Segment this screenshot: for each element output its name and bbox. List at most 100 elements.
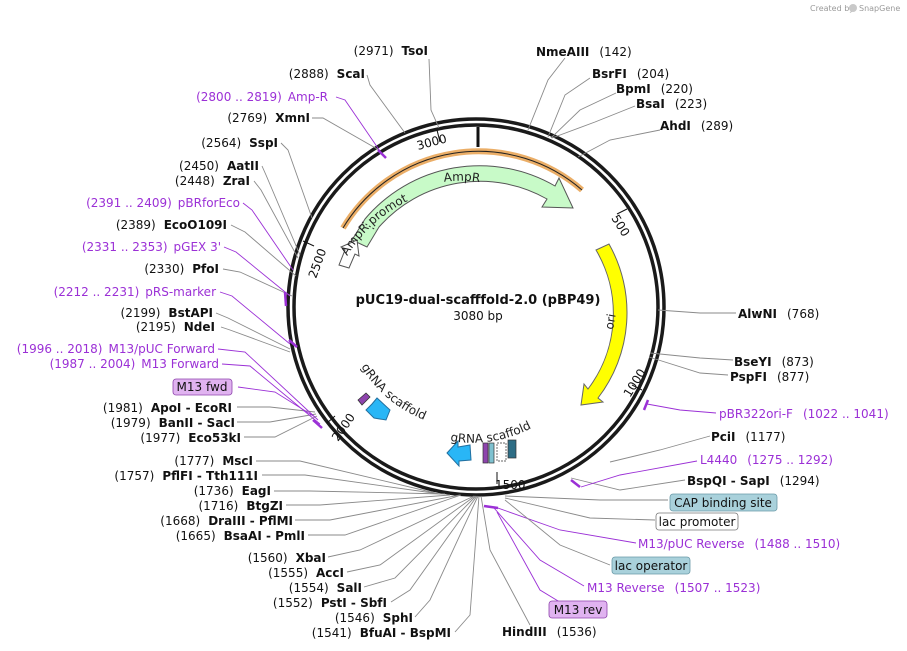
ampr-promoter-arrow: [338, 239, 360, 269]
site-msci: (1777)MscI: [174, 454, 253, 468]
cap-binding-site-box: [669, 493, 778, 512]
leader-l4440: [580, 460, 698, 488]
lac-promoter-marker: [496, 442, 507, 462]
site-ndei: (2195)NdeI: [136, 320, 215, 334]
leader-bstapi: [215, 312, 291, 350]
cap-binding-site-label: CAP binding site: [674, 496, 772, 510]
leader-m13-forward: [221, 363, 321, 425]
leader-lac-promoter: [504, 497, 656, 521]
boxed-feature-labels: M13 fwd CAP binding site lac promoter la…: [172, 378, 778, 619]
leader-cap-binding-site: [504, 495, 668, 501]
site-scai: (2888)ScaI: [289, 67, 365, 81]
leader-m13-puc-forward: [217, 348, 319, 421]
leader-acci: [346, 495, 476, 573]
site-pfoi: (2330)PfoI: [144, 262, 219, 276]
backbone-inner-strand: [292, 123, 660, 491]
bar-l4440: [570, 479, 581, 488]
backbone-outer-strand: [286, 117, 666, 497]
leader-saci: [237, 413, 317, 423]
leader-pgex3: [223, 246, 291, 297]
site-sapi: BspQI - SapI(1294): [687, 474, 820, 488]
lac-promoter-box: [655, 512, 739, 531]
leader-sbfi: [390, 495, 478, 603]
leader-pbrforeco: [242, 202, 294, 271]
site-nmeaiii: NmeAIII(142): [536, 45, 632, 59]
bar-m13-reverse: [483, 504, 499, 510]
site-bspmi: (1541)BfuAI - BspMI: [312, 626, 451, 640]
m13-rev-marker: [482, 442, 489, 464]
watermark-prefix: Created by: [810, 4, 854, 13]
leader-ecori: [237, 406, 316, 413]
site-leader-lines: [215, 57, 736, 633]
ori-arrow: [580, 243, 628, 406]
lac-operator-label: lac operator: [615, 559, 688, 573]
primer-labels: (2800 .. 2819)Amp-R (2391 .. 2409)pBRfor…: [17, 90, 889, 595]
leader-eco0109i: [230, 224, 297, 277]
site-bpmi: BpmI(220): [616, 82, 693, 96]
feature-arrows: [338, 165, 628, 468]
leader-pcii: [609, 435, 711, 463]
leader-pfoi: [222, 268, 293, 297]
leader-msci: [256, 460, 436, 494]
site-bsrfi: BsrFI(204): [592, 67, 669, 81]
leader-xmni: [312, 117, 380, 151]
m13-fwd-marker: [357, 392, 371, 406]
tick-1000: [631, 384, 643, 391]
primer-m13-forward: (1987 .. 2004)M13 Forward: [50, 357, 219, 371]
ampr-arrow: [351, 165, 574, 248]
tick-2000: [326, 415, 336, 424]
leader-ndei: [220, 326, 291, 353]
leader-pflmi: [295, 494, 461, 521]
watermark-brand: SnapGene: [859, 4, 900, 13]
site-pcii: PciI(1177): [711, 430, 785, 444]
site-bstapi: (2199)BstAPI: [121, 306, 213, 320]
site-sphi: (1546)SphI: [335, 611, 413, 625]
leader-pspfi: [648, 356, 729, 376]
leader-bpmi: [550, 92, 617, 139]
plasmid-name: pUC19-dual-scafffold-2.0 (pBP49): [356, 293, 601, 308]
ampr-label: AmpR: [443, 170, 481, 185]
site-pflmi: (1668)DraIII - PflMI: [160, 514, 293, 528]
site-ecori: (1981)ApoI - EcoRI: [103, 401, 232, 415]
leader-pmli: [308, 494, 462, 536]
lac-promoter-label: lac promoter: [659, 515, 736, 529]
leader-xbai: [327, 495, 475, 558]
bar-pbr322ori-f: [642, 399, 650, 411]
tick-500: [616, 208, 628, 215]
site-acci: (1555)AccI: [268, 566, 344, 580]
grna-scaffold-arrow-1: [365, 397, 391, 421]
leader-sali: [363, 495, 477, 588]
leader-bsai: [551, 105, 636, 139]
snapgene-logo-icon: [849, 4, 857, 12]
site-hindiii: HindIII(1536): [502, 625, 597, 639]
leader-scai: [366, 74, 406, 134]
site-sbfi: (1552)PstI - SbfI: [273, 596, 387, 610]
primer-pgex3: (2331 .. 2353)pGEX 3': [82, 240, 221, 254]
leader-lac-operator: [504, 499, 611, 566]
site-btgzi: (1716)BtgZI: [198, 499, 283, 513]
primer-prs-marker: (2212 .. 2231)pRS-marker: [54, 285, 216, 299]
ampr-highlight-core: [342, 150, 583, 229]
site-labels-right: NmeAIII(142) BsrFI(204) BpmI(220) BsaI(2…: [502, 45, 820, 639]
leader-m13-reverse: [493, 507, 585, 587]
leader-sapi: [570, 477, 686, 491]
grna-scaffold-arrow-2: [446, 439, 472, 468]
site-tth111i: (1757)PflFI - Tth111I: [114, 469, 258, 483]
cap-binding-marker: [488, 442, 495, 464]
m13-fwd-box: [172, 378, 233, 396]
lac-operator-box: [611, 556, 691, 575]
tick-3000: [436, 129, 441, 143]
site-pspfi: PspFI(877): [730, 370, 809, 384]
primer-pbrforeco: (2391 .. 2409)pBRforEco: [86, 196, 240, 210]
m13-fwd-label: M13 fwd: [177, 380, 228, 394]
leader-bseyi: [649, 352, 734, 361]
site-ahdi: AhdI(289): [660, 119, 733, 133]
leader-m13-fwd: [237, 386, 316, 418]
site-xbai: (1560)XbaI: [248, 551, 326, 565]
leader-bsrfi: [547, 77, 591, 138]
leader-hindiii: [480, 495, 531, 626]
site-sspi: (2564)SspI: [201, 136, 278, 150]
primer-amp-r: (2800 .. 2819)Amp-R: [196, 90, 328, 104]
leader-m13-puc-reverse: [494, 506, 637, 544]
primer-pbr322ori-f: pBR322ori-F(1022 .. 1041): [719, 407, 889, 421]
